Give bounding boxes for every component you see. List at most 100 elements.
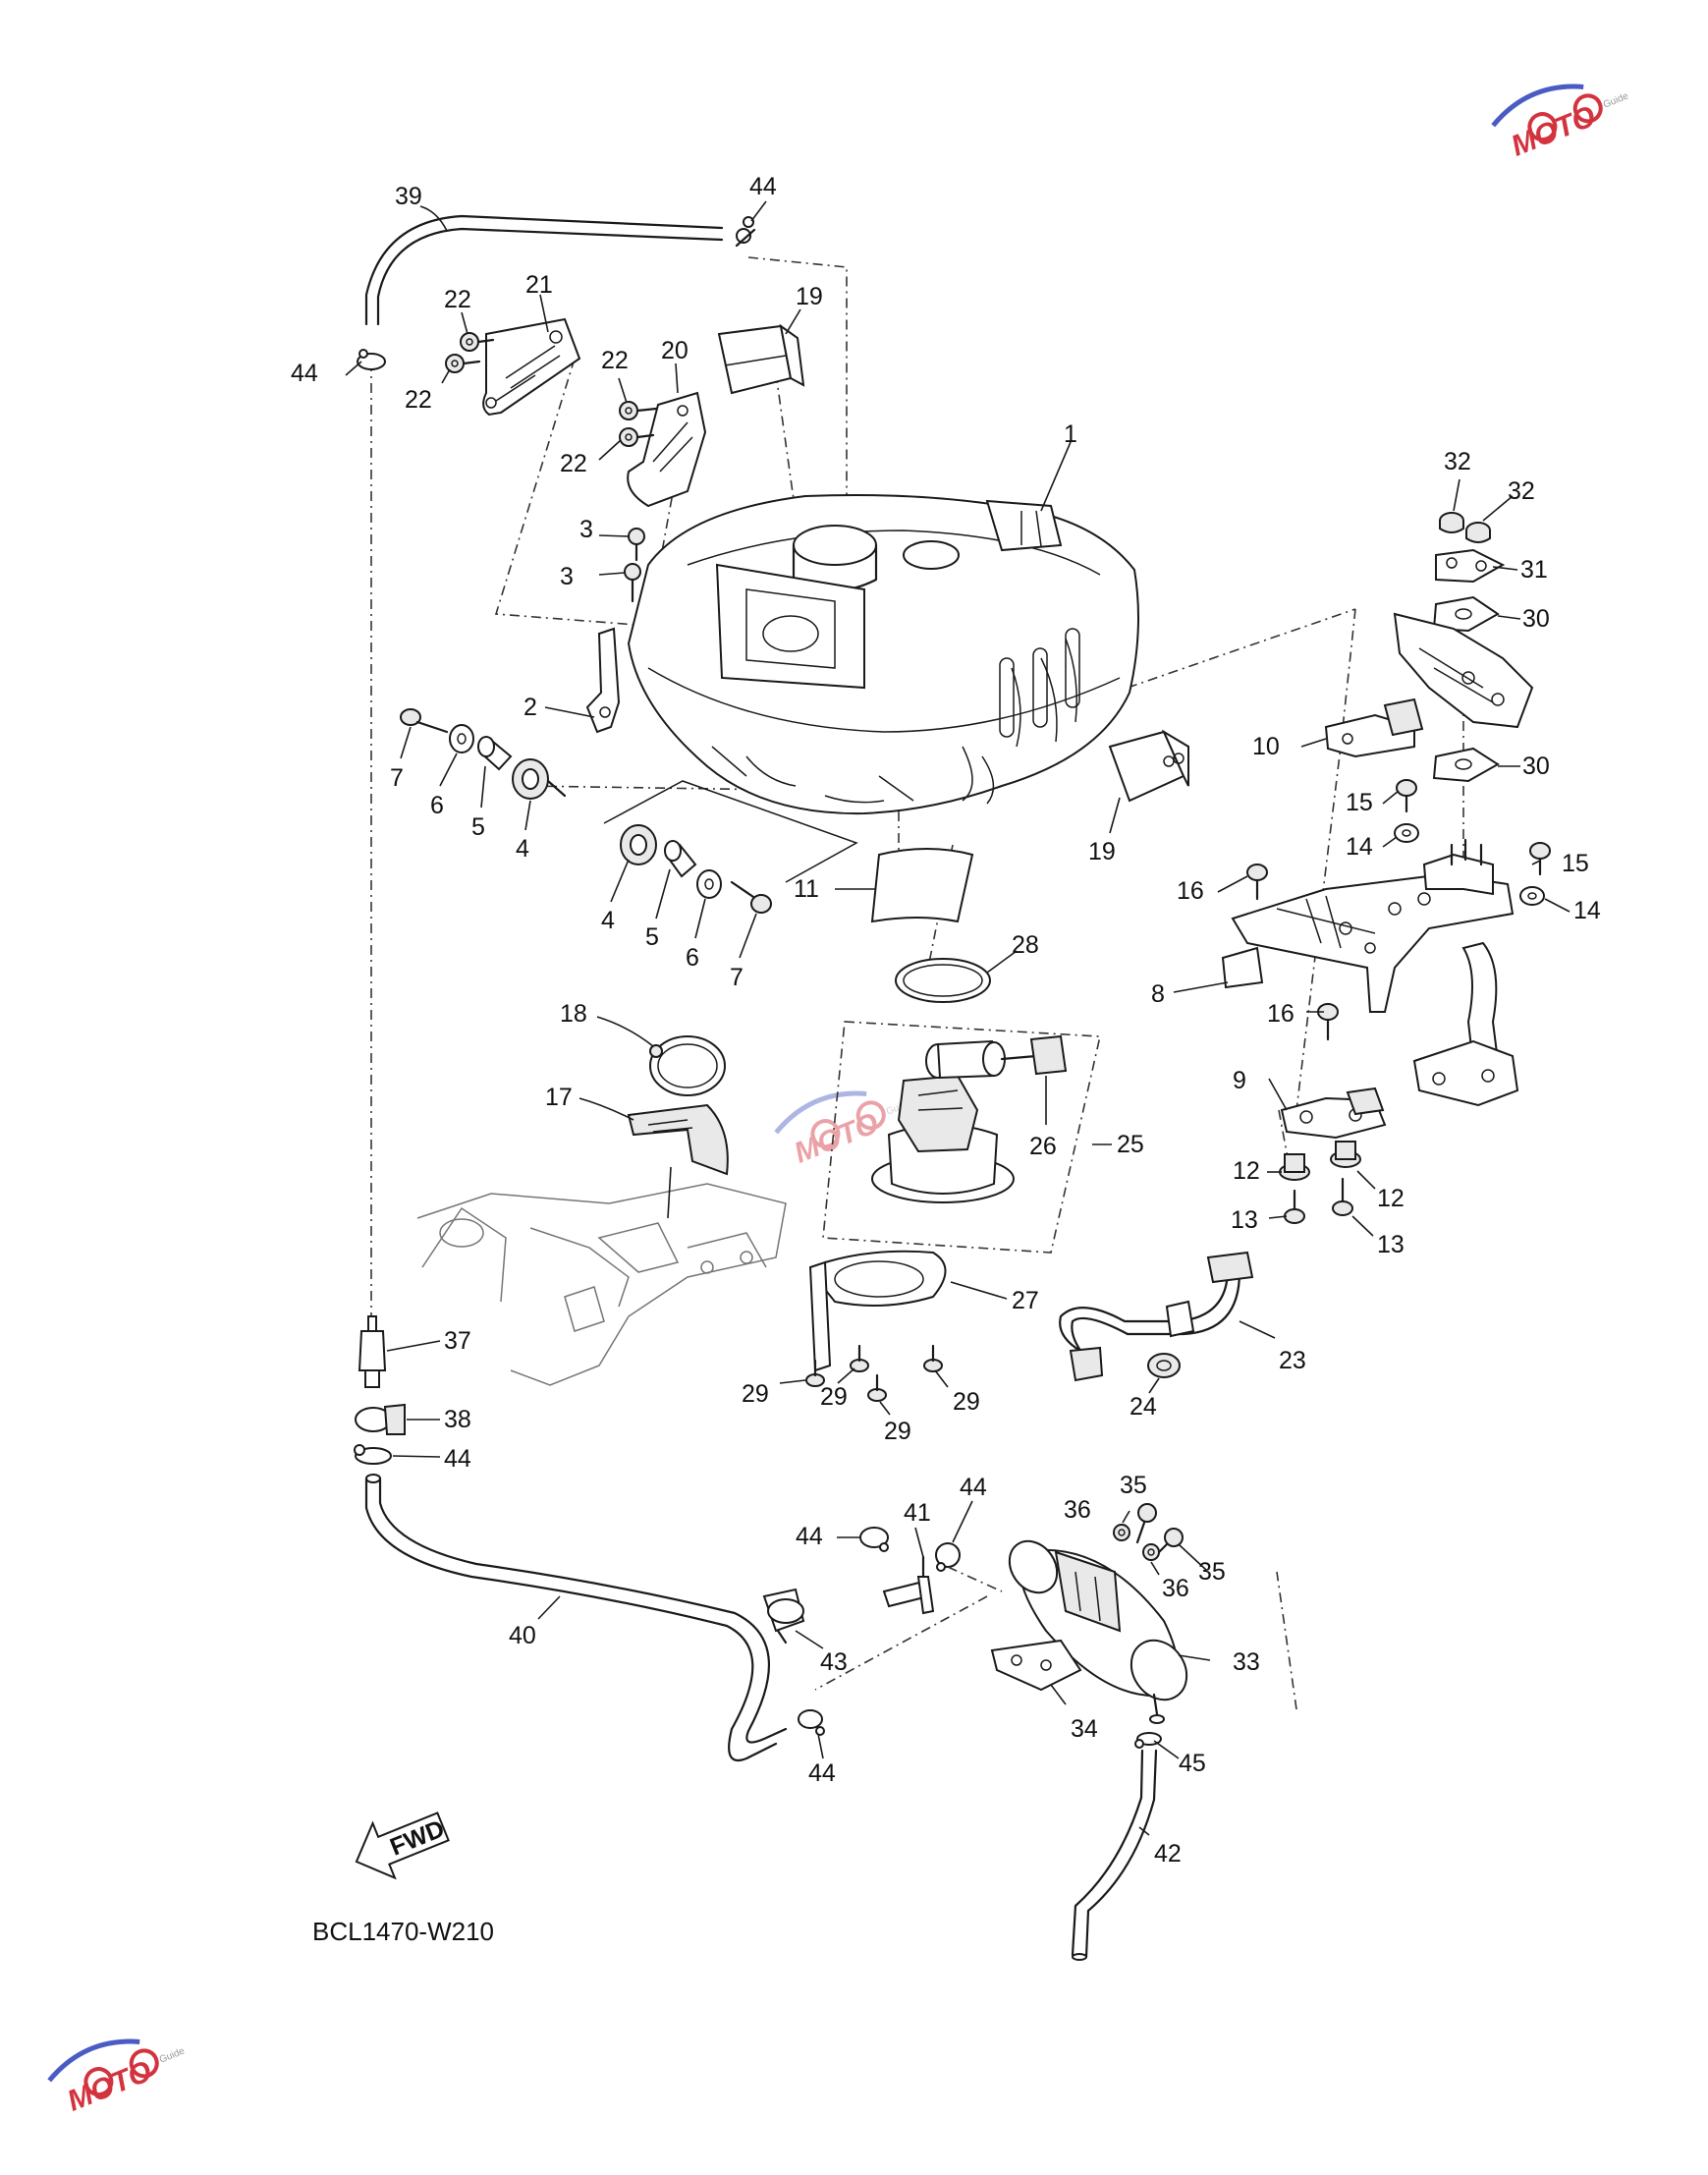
damper-4-a — [512, 758, 567, 800]
callout-5: 5 — [471, 813, 485, 841]
callout-22: 22 — [601, 347, 629, 374]
callout-30: 30 — [1522, 753, 1550, 780]
clip-45 — [1134, 1732, 1162, 1749]
callout-4: 4 — [516, 835, 529, 863]
frame-outline — [416, 1183, 787, 1386]
callout-20: 20 — [661, 337, 689, 364]
callout-12: 12 — [1377, 1185, 1405, 1212]
callout-10: 10 — [1252, 733, 1280, 760]
washer-6-a — [449, 724, 474, 753]
callout-43: 43 — [820, 1648, 848, 1676]
callout-1: 1 — [1064, 420, 1077, 448]
callout-45: 45 — [1179, 1750, 1206, 1777]
callout-33: 33 — [1233, 1648, 1260, 1676]
callout-15: 15 — [1562, 850, 1589, 877]
callout-35: 35 — [1198, 1558, 1226, 1586]
callout-26: 26 — [1029, 1133, 1057, 1160]
callout-40: 40 — [509, 1622, 536, 1649]
callout-5: 5 — [645, 923, 659, 951]
bolt-3-a — [628, 528, 645, 562]
callout-28: 28 — [1012, 931, 1039, 959]
callout-19: 19 — [796, 283, 823, 310]
bolt-15-b — [1529, 842, 1551, 876]
bracket-20 — [627, 391, 707, 508]
washer-14-a — [1394, 823, 1419, 843]
callout-41: 41 — [904, 1499, 931, 1527]
callout-30: 30 — [1522, 605, 1550, 633]
bracket-21 — [482, 317, 581, 417]
guide-line-joint — [947, 1566, 1003, 1592]
collar-5-b — [664, 840, 697, 878]
clip-44-bottom — [798, 1709, 825, 1736]
callout-8: 8 — [1151, 980, 1165, 1008]
bolt-7-a — [400, 708, 449, 734]
watermark-text: MOTO — [790, 1107, 883, 1170]
callout-14: 14 — [1573, 897, 1601, 924]
callout-44: 44 — [808, 1759, 836, 1787]
hose-40 — [364, 1474, 788, 1761]
bracket-2 — [585, 627, 621, 734]
callout-37: 37 — [444, 1327, 471, 1355]
nut-32-b — [1465, 522, 1491, 543]
damper-4-b — [620, 824, 657, 865]
bracket-8 — [1221, 838, 1519, 1107]
bracket-right — [1393, 612, 1534, 729]
guide-line-4b — [603, 780, 858, 883]
watermark-top-right: MOTO Guide — [1491, 84, 1630, 163]
bolt-16-b — [1317, 1003, 1339, 1041]
joint-41 — [882, 1555, 935, 1615]
callout-15: 15 — [1346, 789, 1373, 816]
callout-labels: 39 44 44 21 22 22 19 22 20 22 1 3 3 32 3… — [291, 173, 1601, 1868]
callout-16: 16 — [1267, 1000, 1295, 1028]
clip-44-left — [357, 349, 386, 370]
callout-23: 23 — [1279, 1347, 1306, 1374]
callout-32: 32 — [1508, 477, 1535, 505]
bolt-22-a — [460, 332, 495, 352]
callout-38: 38 — [444, 1406, 471, 1433]
damper-19-top — [717, 323, 805, 395]
diagram-code: BCL1470-W210 — [312, 1917, 494, 1946]
callout-13: 13 — [1377, 1231, 1405, 1258]
callout-44: 44 — [444, 1445, 471, 1473]
bolt-13-a — [1284, 1189, 1305, 1224]
bolt-22-b — [445, 354, 481, 373]
callout-3: 3 — [579, 516, 593, 543]
watermark-subtext: Guide — [158, 2045, 187, 2065]
callout-36: 36 — [1162, 1575, 1189, 1602]
callout-39: 39 — [395, 183, 422, 210]
callout-6: 6 — [430, 792, 444, 819]
damper-30-b — [1432, 747, 1500, 783]
valve-37 — [358, 1315, 387, 1388]
bolt-15-a — [1396, 779, 1417, 813]
callout-34: 34 — [1071, 1715, 1098, 1743]
bolt-16-a — [1246, 864, 1268, 901]
screw-29-d — [923, 1344, 943, 1372]
callout-16: 16 — [1177, 877, 1204, 905]
hose-42 — [1071, 1749, 1158, 1961]
callout-12: 12 — [1233, 1157, 1260, 1185]
callout-7: 7 — [390, 764, 404, 792]
screw-29-a — [805, 1359, 825, 1387]
clip-44-joint-right — [935, 1542, 961, 1572]
washer-14-b — [1519, 886, 1545, 906]
clamp-18 — [649, 1035, 726, 1096]
fwd-arrow-icon: FWD — [355, 1812, 450, 1880]
callout-22: 22 — [405, 386, 432, 414]
clamp-24 — [1147, 1353, 1181, 1378]
plate-27 — [808, 1250, 947, 1372]
fuel-hose-23 — [1059, 1251, 1254, 1382]
callout-19: 19 — [1088, 838, 1116, 865]
callout-42: 42 — [1154, 1840, 1182, 1868]
callout-29: 29 — [884, 1418, 911, 1445]
callout-36: 36 — [1064, 1496, 1091, 1524]
collar-12-a — [1279, 1153, 1310, 1181]
watermark-text: MOTO — [63, 2055, 156, 2118]
callout-35: 35 — [1120, 1472, 1147, 1499]
bolt-35-a — [1135, 1503, 1157, 1544]
callout-27: 27 — [1012, 1287, 1039, 1314]
callout-29: 29 — [953, 1388, 980, 1416]
fuel-tank-1 — [627, 494, 1139, 815]
callout-32: 32 — [1444, 448, 1471, 475]
watermark-text: MOTO — [1507, 100, 1600, 163]
